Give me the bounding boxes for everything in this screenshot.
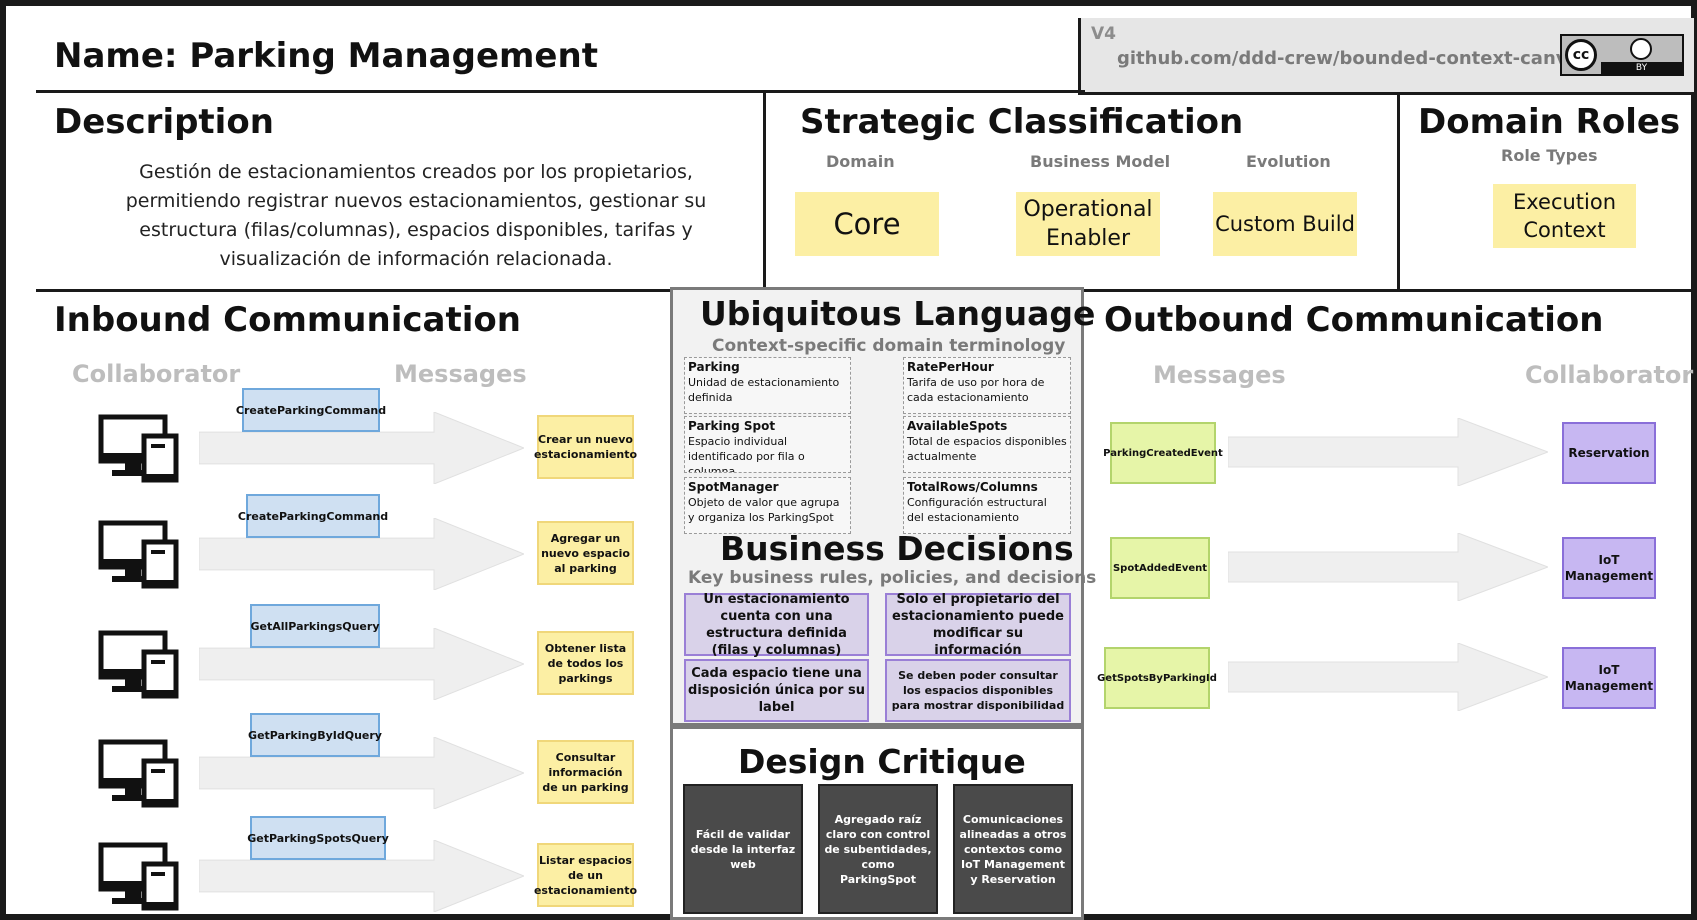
inbound-description-sticky: Agregar un nuevo espacio al parking — [537, 521, 634, 585]
version-label: V4 — [1091, 24, 1116, 44]
header-meta-panel: V4 github.com/ddd-crew/bounded-context-c… — [1078, 18, 1694, 92]
outbound-collaborator-sticky: IoT Management — [1562, 537, 1656, 599]
outbound-collaborator-sticky: IoT Management — [1562, 647, 1656, 709]
design-critique-sticky: Agregado raíz claro con control de suben… — [818, 784, 938, 914]
inbound-arrow — [199, 737, 524, 809]
business-decisions-subtitle: Key business rules, policies, and decisi… — [688, 568, 1097, 588]
description-text: Gestión de estacionamientos creados por … — [125, 161, 707, 270]
strategic-title: Strategic Classification — [800, 102, 1244, 142]
domain-value-sticky: Core — [795, 192, 939, 256]
outbound-arrow — [1228, 418, 1548, 486]
inbound-description-sticky: Listar espacios de un estacionamiento — [534, 843, 637, 907]
inbound-arrow — [199, 628, 524, 700]
outbound-collaborator-label: Collaborator — [1525, 361, 1694, 389]
evolution-label: Evolution — [1246, 152, 1331, 171]
outbound-message-sticky: ParkingCreatedEvent — [1103, 422, 1223, 484]
business-model-label: Business Model — [1030, 152, 1171, 171]
inbound-message-sticky: GetParkingByIdQuery — [248, 713, 382, 757]
business-decision-sticky: Se deben poder consultar los espacios di… — [885, 659, 1071, 722]
inbound-description-sticky: Consultar información de un parking — [537, 740, 634, 804]
business-decision-sticky: Cada espacio tiene una disposición única… — [684, 659, 869, 722]
term-definition: Tarifa de uso por hora de cada estaciona… — [907, 376, 1045, 404]
business-decision-sticky: Un estacionamiento cuenta con una estruc… — [684, 592, 869, 658]
term-name: Parking — [688, 360, 740, 374]
evolution-sticky: Custom Build — [1213, 192, 1357, 256]
web-client-icon — [98, 414, 179, 483]
ubiquitous-title: Ubiquitous Language — [700, 294, 1096, 333]
cc-by-icon: cc BY — [1560, 34, 1684, 76]
canvas-name: Name: Parking Management — [54, 36, 598, 76]
inbound-description-sticky: Crear un nuevo estacionamiento — [534, 415, 637, 479]
web-client-icon — [98, 842, 179, 911]
term-definition: Objeto de valor que agrupa y organiza lo… — [688, 496, 840, 524]
term-definition: Unidad de estacionamiento definida — [688, 376, 840, 404]
inbound-arrow — [199, 412, 524, 484]
term-definition: Configuración estructural del estacionam… — [907, 496, 1047, 524]
business-model-sticky: Operational Enabler — [1016, 192, 1160, 256]
term-name: SpotManager — [688, 480, 779, 494]
term-definition: Total de espacios disponibles actualment… — [907, 435, 1067, 463]
outbound-message-sticky: GetSpotsByParkingId — [1097, 647, 1217, 709]
term-name: AvailableSpots — [907, 419, 1008, 433]
role-types-label: Role Types — [1501, 146, 1598, 165]
business-decisions-title: Business Decisions — [720, 529, 1074, 568]
business-decision-sticky: Solo el propietario del estacionamiento … — [885, 592, 1071, 658]
inbound-collaborator-label: Collaborator — [72, 360, 241, 388]
domain-label: Domain — [826, 152, 895, 171]
outbound-arrow — [1228, 643, 1548, 711]
design-critique-sticky: Fácil de validar desde la interfaz web — [683, 784, 803, 914]
design-critique-title: Design Critique — [738, 742, 1026, 781]
inbound-arrow — [199, 840, 524, 912]
outbound-collaborator-sticky: Reservation — [1562, 422, 1656, 484]
term-definition: Espacio individual identificado por fila… — [688, 435, 805, 473]
web-client-icon — [98, 739, 179, 808]
term-name: TotalRows/Columns — [907, 480, 1038, 494]
inbound-title: Inbound Communication — [54, 300, 521, 340]
domain-roles-title: Domain Roles — [1418, 102, 1681, 142]
inbound-message-sticky: GetParkingSpotsQuery — [247, 816, 389, 860]
outbound-messages-label: Messages — [1153, 361, 1286, 389]
outbound-title: Outbound Communication — [1104, 300, 1604, 340]
outbound-message-sticky: SpotAddedEvent — [1110, 537, 1210, 599]
inbound-arrow — [199, 518, 524, 590]
inbound-messages-label: Messages — [394, 360, 527, 388]
template-link[interactable]: github.com/ddd-crew/bounded-context-canv… — [1117, 48, 1591, 69]
inbound-message-sticky: GetAllParkingsQuery — [250, 604, 380, 648]
term-name: RatePerHour — [907, 360, 994, 374]
description-title: Description — [54, 102, 274, 142]
inbound-description-sticky: Obtener lista de todos los parkings — [537, 631, 634, 695]
role-type-sticky: Execution Context — [1493, 184, 1636, 248]
design-critique-sticky: Comunicaciones alineadas a otros context… — [953, 784, 1073, 914]
term-name: Parking Spot — [688, 419, 776, 433]
inbound-message-sticky: CreateParkingCommand — [238, 494, 388, 538]
inbound-message-sticky: CreateParkingCommand — [236, 388, 386, 432]
web-client-icon — [98, 630, 179, 699]
ubiquitous-subtitle: Context-specific domain terminology — [712, 336, 1066, 356]
web-client-icon — [98, 520, 179, 589]
outbound-arrow — [1228, 533, 1548, 601]
